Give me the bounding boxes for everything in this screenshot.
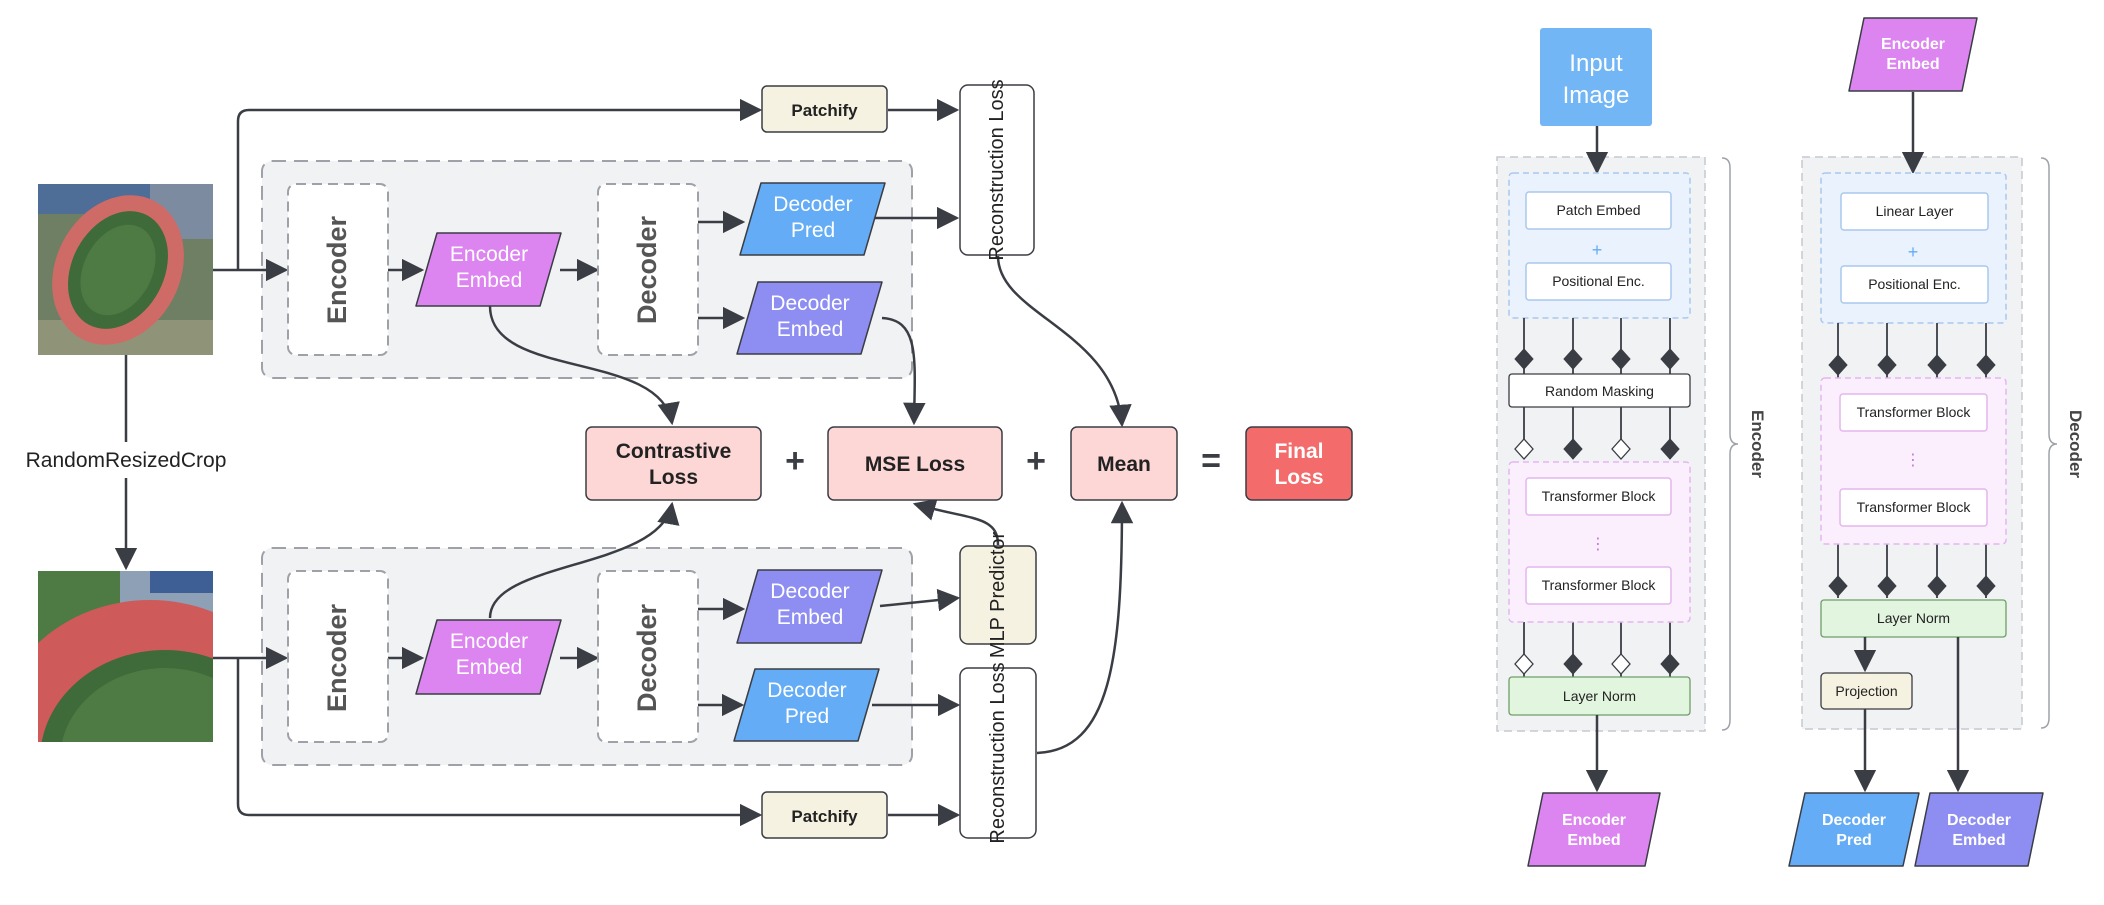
decoder-embed-top-line-2: Embed bbox=[777, 318, 844, 341]
encoder-output-line-1: Encoder bbox=[1562, 812, 1626, 829]
encoder-embed-top-line-2: Embed bbox=[456, 269, 523, 292]
linear-layer-label: Linear Layer bbox=[1876, 203, 1954, 219]
decoder-positional-enc-label: Positional Enc. bbox=[1868, 276, 1961, 292]
mse-loss: MSE Loss bbox=[827, 426, 1003, 501]
patchify-bottom-label: Patchify bbox=[791, 807, 858, 826]
encoder-bottom-label: Encoder bbox=[322, 603, 352, 712]
encoder-embed-top: Encoder Embed bbox=[415, 232, 562, 307]
decoder-layer-norm-label: Layer Norm bbox=[1877, 610, 1950, 626]
encoder-plus: + bbox=[1592, 240, 1603, 260]
mlp-predictor: MLP Predictor bbox=[959, 531, 1037, 658]
final-loss-line-1: Final bbox=[1274, 440, 1323, 463]
encoder-side-label: Encoder bbox=[1748, 410, 1767, 478]
input-image-line-2: Image bbox=[1563, 82, 1630, 109]
decoder-bottom: Decoder bbox=[597, 570, 699, 743]
recon-loss-bottom: Reconstruction Loss bbox=[959, 662, 1037, 844]
decoder-input-line-1: Encoder bbox=[1881, 36, 1945, 53]
final-loss-line-2: Loss bbox=[1274, 466, 1323, 489]
mse-loss-label: MSE Loss bbox=[865, 453, 965, 476]
decoder-embed-bottom-line-2: Embed bbox=[777, 606, 844, 629]
recon-loss-top: Reconstruction Loss bbox=[959, 79, 1035, 261]
decoder-transformer-block-2: Transformer Block bbox=[1857, 499, 1972, 515]
decoder-pred-bottom: Decoder Pred bbox=[733, 668, 880, 742]
input-image-top bbox=[38, 184, 213, 355]
decoder-output-pred-line-2: Pred bbox=[1836, 832, 1872, 849]
mean-box: Mean bbox=[1070, 426, 1178, 501]
decoder-pred-bottom-line-1: Decoder bbox=[767, 679, 846, 702]
decoder-detail: Decoder Encoder Embed Linear Layer + Pos… bbox=[1788, 17, 2085, 867]
decoder-embed-bottom-line-1: Decoder bbox=[770, 580, 849, 603]
decoder-bottom-label: Decoder bbox=[632, 603, 662, 712]
input-image-line-1: Input bbox=[1569, 50, 1623, 77]
decoder-pred-top: Decoder Pred bbox=[739, 182, 886, 256]
decoder-side-label: Decoder bbox=[2066, 410, 2085, 478]
final-loss: Final Loss bbox=[1245, 426, 1353, 501]
decoder-pred-top-line-2: Pred bbox=[791, 219, 835, 242]
contrastive-loss: Contrastive Loss bbox=[585, 426, 762, 501]
decoder-vdots: ⋮ bbox=[1905, 452, 1921, 469]
encoder-embed-top-line-1: Encoder bbox=[450, 243, 528, 266]
contrastive-loss-line-2: Loss bbox=[649, 466, 698, 489]
patchify-top-label: Patchify bbox=[791, 101, 858, 120]
decoder-input-line-2: Embed bbox=[1886, 56, 1939, 73]
decoder-pred-bottom-line-2: Pred bbox=[785, 705, 829, 728]
recon-loss-bottom-label: Reconstruction Loss bbox=[987, 662, 1009, 843]
input-image-bottom bbox=[38, 571, 213, 742]
decoder-embed-top-line-1: Decoder bbox=[770, 292, 849, 315]
plus-sign-1: + bbox=[785, 442, 805, 480]
patchify-top: Patchify bbox=[761, 85, 888, 133]
decoder-pred-top-line-1: Decoder bbox=[773, 193, 852, 216]
encoder-vdots: ⋮ bbox=[1590, 536, 1606, 553]
contrastive-loss-line-1: Contrastive bbox=[616, 440, 732, 463]
projection-label: Projection bbox=[1835, 683, 1897, 699]
decoder-output-embed-line-1: Decoder bbox=[1947, 812, 2011, 829]
decoder-brace bbox=[2040, 157, 2058, 729]
encoder-layer-norm-label: Layer Norm bbox=[1563, 688, 1636, 704]
encoder-embed-bottom-line-2: Embed bbox=[456, 656, 523, 679]
mlp-predictor-label: MLP Predictor bbox=[987, 531, 1009, 658]
encoder-embed-bottom: Encoder Embed bbox=[415, 619, 562, 695]
encoder-brace bbox=[1721, 157, 1739, 731]
encoder-transformer-block-1: Transformer Block bbox=[1542, 488, 1657, 504]
decoder-plus: + bbox=[1908, 242, 1919, 262]
decoder-top-label: Decoder bbox=[632, 215, 662, 324]
encoder-embed-bottom-line-1: Encoder bbox=[450, 630, 528, 653]
encoder-top-label: Encoder bbox=[322, 215, 352, 324]
random-resized-crop-label: RandomResizedCrop bbox=[26, 449, 227, 472]
encoder-bottom: Encoder bbox=[287, 570, 389, 743]
main-arrows bbox=[114, 98, 1134, 827]
patchify-bottom: Patchify bbox=[761, 791, 888, 839]
encoder-positional-enc-label: Positional Enc. bbox=[1552, 273, 1645, 289]
patch-embed-label: Patch Embed bbox=[1556, 202, 1640, 218]
decoder-output-embed-line-2: Embed bbox=[1952, 832, 2005, 849]
random-masking-label: Random Masking bbox=[1545, 383, 1654, 399]
decoder-embed-bottom: Decoder Embed bbox=[736, 569, 883, 644]
encoder-detail: Encoder Input Image Patch Embed + Positi… bbox=[1496, 28, 1767, 867]
encoder-top: Encoder bbox=[287, 183, 389, 356]
encoder-transformer-block-2: Transformer Block bbox=[1542, 577, 1657, 593]
plus-sign-2: + bbox=[1026, 442, 1046, 480]
equals-sign: = bbox=[1201, 442, 1221, 480]
decoder-transformer-block-1: Transformer Block bbox=[1857, 404, 1972, 420]
decoder-output-pred-line-1: Decoder bbox=[1822, 812, 1886, 829]
decoder-embed-top: Decoder Embed bbox=[736, 281, 883, 355]
decoder-top: Decoder bbox=[597, 183, 699, 356]
mean-label: Mean bbox=[1097, 453, 1151, 476]
encoder-output-line-2: Embed bbox=[1567, 832, 1620, 849]
recon-loss-top-label: Reconstruction Loss bbox=[986, 79, 1008, 260]
